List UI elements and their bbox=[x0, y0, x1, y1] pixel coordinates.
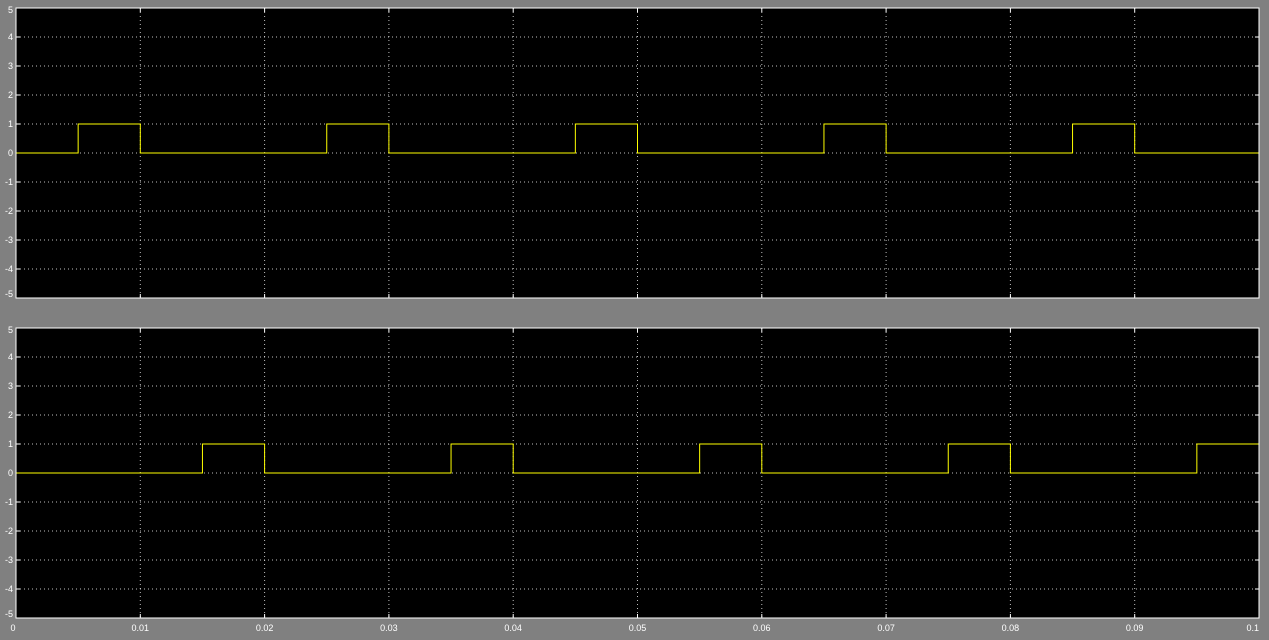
y-tick-label: 1 bbox=[8, 439, 13, 449]
y-tick-label: 5 bbox=[8, 5, 13, 15]
x-tick-label: 0.06 bbox=[753, 623, 771, 633]
x-tick-label: 0.04 bbox=[504, 623, 522, 633]
y-tick-label: 3 bbox=[8, 381, 13, 391]
y-tick-label: 3 bbox=[8, 61, 13, 71]
y-tick-label: 2 bbox=[8, 90, 13, 100]
y-tick-label: 5 bbox=[8, 325, 13, 335]
bottom-axes[interactable]: 0 0.01 0.02 0.03 0.04 0.05 0.06 0.07 0.08 0.09 0.1… bbox=[5, 325, 1260, 633]
y-tick-label: 1 bbox=[8, 119, 13, 129]
y-tick-label: -3 bbox=[5, 555, 13, 565]
axes-border bbox=[15, 327, 1260, 619]
y-tick-label: -4 bbox=[5, 264, 13, 274]
y-tick-label: 4 bbox=[8, 352, 13, 362]
y-tick-label: 2 bbox=[8, 410, 13, 420]
y-tick-label: -3 bbox=[5, 235, 13, 245]
x-tick-label: 0.07 bbox=[877, 623, 895, 633]
y-tick-label: -4 bbox=[5, 584, 13, 594]
y-tick-label: 4 bbox=[8, 32, 13, 42]
y-tick-label: -2 bbox=[5, 526, 13, 536]
y-tick-label: 0 bbox=[8, 148, 13, 158]
y-tick-label: -2 bbox=[5, 206, 13, 216]
y-tick-label: -1 bbox=[5, 497, 13, 507]
x-tick-label: 0.1 bbox=[1246, 623, 1259, 633]
x-tick-label: 0.03 bbox=[380, 623, 398, 633]
x-tick-label: 0.02 bbox=[256, 623, 274, 633]
x-tick-label: 0.05 bbox=[629, 623, 647, 633]
x-tick-label: 0.09 bbox=[1126, 623, 1144, 633]
top-axes[interactable]: -5 -4 -3 -2 -1 0 1 2 3 4 5 bbox=[5, 5, 1260, 299]
x-tick-label: 0.01 bbox=[132, 623, 150, 633]
signal-trace bbox=[16, 123, 1259, 154]
axes-border bbox=[15, 7, 1260, 299]
y-tick-label: -5 bbox=[5, 609, 13, 619]
x-tick-label: 0 bbox=[10, 623, 15, 633]
y-tick-label: -5 bbox=[5, 289, 13, 299]
x-tick-label: 0.08 bbox=[1002, 623, 1020, 633]
y-tick-label: -1 bbox=[5, 177, 13, 187]
signal-trace bbox=[16, 443, 1259, 474]
y-tick-label: 0 bbox=[8, 468, 13, 478]
